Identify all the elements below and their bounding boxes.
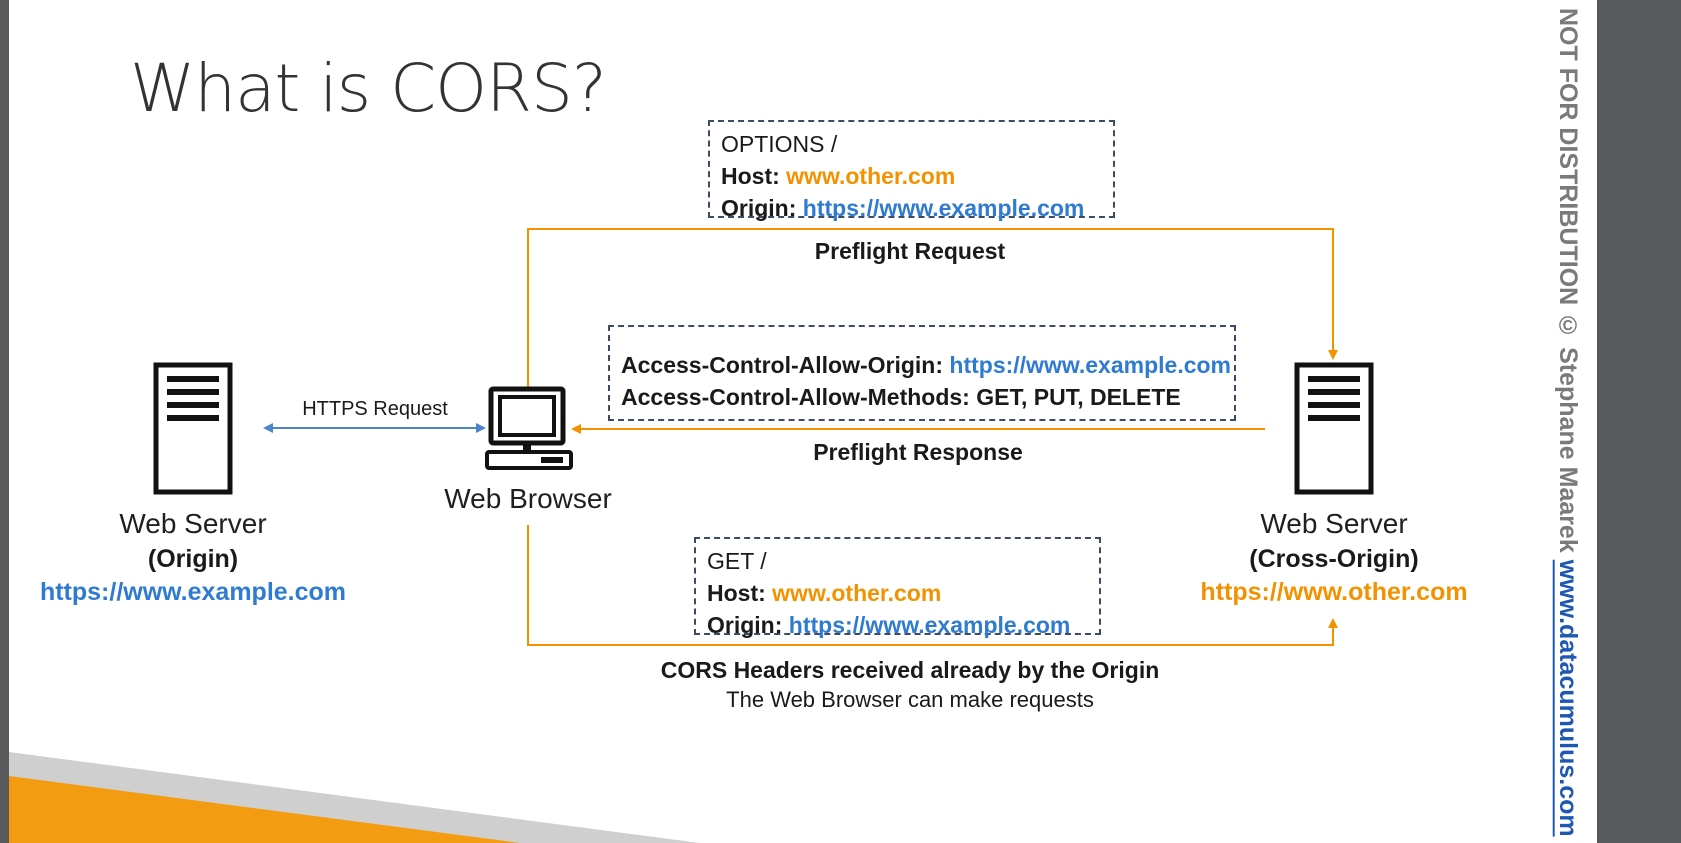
browser-name: Web Browser <box>444 483 612 514</box>
options-line: OPTIONS / <box>721 131 838 157</box>
https-request-label: HTTPS Request <box>302 398 448 420</box>
preflight-response-box: Access-Control-Allow-Origin: https://www… <box>608 325 1236 421</box>
origin-key: Origin: <box>707 612 783 638</box>
final-note-bold: CORS Headers received already by the Ori… <box>660 657 1160 683</box>
host-value: www.other.com <box>786 163 956 189</box>
watermark: NOT FOR DISTRIBUTION © Stephane Maarek w… <box>1553 0 1583 843</box>
page-title: What is CORS? <box>130 50 607 127</box>
flow-arrows <box>263 228 1338 646</box>
allow-origin-value: https://www.example.com <box>949 352 1231 378</box>
computer-icon <box>485 386 573 470</box>
origin-value: https://www.example.com <box>802 195 1085 221</box>
server-icon <box>1294 362 1374 495</box>
get-request-box: GET / Host: www.other.com Origin: https:… <box>694 537 1101 638</box>
origin-key: Origin: <box>721 195 797 221</box>
server-icon <box>153 362 233 495</box>
preflight-request-arrow <box>527 228 1338 388</box>
actual-request-arrow <box>527 525 1338 646</box>
origin-server-url: https://www.example.com <box>39 578 347 606</box>
cross-origin-server-url: https://www.other.com <box>1200 578 1468 606</box>
host-key: Host: <box>721 163 780 189</box>
allow-origin-key: Access-Control-Allow-Origin: <box>621 352 944 378</box>
preflight-request-box: OPTIONS / Host: www.other.com Origin: ht… <box>708 120 1115 221</box>
watermark-link[interactable]: www.datacumulus.com <box>1554 559 1582 837</box>
cross-origin-server-role: (Cross-Origin) <box>1249 545 1419 573</box>
origin-server-role: (Origin) <box>147 545 239 573</box>
watermark-text: NOT FOR DISTRIBUTION © Stephane Maarek <box>1554 8 1582 553</box>
host-key: Host: <box>707 580 766 606</box>
host-value: www.other.com <box>772 580 942 606</box>
allow-methods-line: Access-Control-Allow-Methods: GET, PUT, … <box>621 384 1181 410</box>
get-line: GET / <box>707 548 767 574</box>
preflight-response-label: Preflight Response <box>813 439 1023 465</box>
left-frame-bar <box>0 0 9 843</box>
right-frame-bar <box>1597 0 1681 843</box>
final-note: The Web Browser can make requests <box>726 687 1094 712</box>
cross-origin-server-name: Web Server <box>1260 508 1408 539</box>
origin-value: https://www.example.com <box>788 612 1071 638</box>
preflight-request-label: Preflight Request <box>814 238 1006 264</box>
origin-server-name: Web Server <box>119 508 267 539</box>
